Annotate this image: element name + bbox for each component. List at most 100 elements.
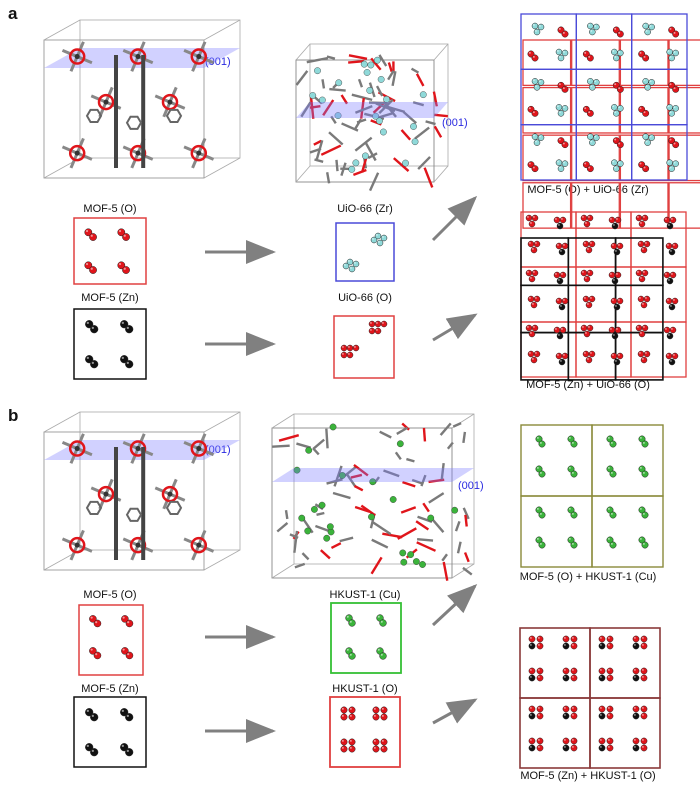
o-atom (559, 216, 567, 224)
linker (333, 465, 343, 487)
o-atom (608, 271, 616, 279)
o-atom (525, 269, 533, 277)
o-atom (671, 242, 679, 250)
atom-highlight (571, 636, 574, 639)
red-grid-cell (668, 182, 700, 229)
o-atom (536, 705, 544, 713)
box-a-mof5-zn (73, 308, 147, 380)
atom-pair-b (348, 619, 356, 627)
linker (425, 120, 436, 126)
atom-highlight (594, 80, 597, 83)
zr-atom (531, 78, 539, 85)
zr-atom (668, 165, 675, 172)
metal-center (196, 446, 202, 452)
atom-highlight (615, 250, 617, 252)
atom-highlight (561, 273, 563, 275)
atom-highlight (607, 675, 610, 678)
linker (411, 478, 423, 485)
linker (417, 156, 431, 170)
atom-highlight (665, 273, 667, 275)
o-atom (598, 635, 606, 643)
atom-highlight (377, 615, 380, 618)
maroon-grid-cell (589, 697, 661, 769)
atom-highlight (607, 643, 610, 646)
o-atom (608, 216, 616, 224)
linker (378, 54, 388, 67)
atom-highlight (539, 542, 542, 545)
metal-site (363, 69, 371, 76)
linker (387, 70, 395, 81)
atom-highlight (649, 25, 652, 27)
olive-grid-cell (591, 424, 664, 497)
atom-highlight (642, 471, 645, 474)
result-b-top (520, 424, 664, 568)
linker (462, 566, 473, 576)
atom-highlight (612, 105, 615, 108)
atom-highlight (639, 436, 642, 439)
blue-grid-cell (520, 13, 577, 70)
linker (393, 157, 410, 172)
atom-highlight (563, 713, 566, 716)
atom-highlight (584, 242, 586, 244)
o-atom (561, 242, 569, 250)
atom-highlight (86, 356, 89, 359)
atom-highlight (91, 326, 95, 330)
atom (558, 358, 566, 366)
atom-highlight (537, 706, 540, 709)
zr-atom (642, 133, 649, 140)
atom (528, 275, 536, 283)
metal-center (196, 54, 202, 60)
red-grid-cell (522, 86, 572, 134)
atom-pair-b (125, 619, 134, 628)
zn-atom (598, 642, 606, 650)
blue-grid-cell (631, 124, 688, 181)
benzene-ring (165, 500, 183, 515)
o-atom (643, 350, 651, 358)
linker (430, 517, 445, 534)
atom-pair-b (586, 54, 594, 62)
atom-highlight (640, 332, 642, 334)
blue-grid-cell (631, 13, 688, 70)
atom-highlight (91, 714, 95, 718)
atom-highlight (618, 142, 621, 145)
o-atom (606, 744, 614, 752)
atom-highlight (529, 675, 532, 678)
atom-highlight (641, 636, 644, 639)
atom (530, 301, 538, 309)
atom-highlight (533, 271, 535, 273)
atom (640, 246, 648, 254)
atom-highlight (616, 218, 618, 220)
o-atom (348, 738, 356, 746)
linker (372, 521, 392, 536)
o-atom (531, 269, 539, 277)
linker (462, 431, 467, 444)
linker (341, 122, 359, 132)
linker (420, 474, 427, 487)
linker (364, 141, 377, 162)
o-atom (525, 324, 533, 332)
blue-grid-cell (575, 13, 633, 70)
atom-highlight (613, 334, 615, 336)
metal-site (376, 117, 383, 125)
o-atom (637, 240, 645, 248)
crystal-a-uio66 (295, 43, 449, 192)
atom-highlight (370, 329, 372, 331)
zr-atom (613, 110, 620, 117)
o-atom (570, 674, 578, 682)
atom-highlight (539, 25, 541, 27)
atom-highlight (370, 322, 372, 324)
atom-highlight (584, 107, 587, 110)
atom-highlight (670, 250, 672, 252)
atom-pair-b (609, 440, 617, 448)
atom-pair-b (348, 652, 356, 660)
unit-cell-frame (335, 222, 395, 282)
atom-highlight (376, 322, 378, 324)
zr-atom (672, 160, 679, 167)
o-atom (374, 320, 382, 328)
o-atom (643, 295, 651, 303)
metal-site (427, 514, 435, 522)
o-atom (606, 712, 614, 720)
linker (321, 79, 326, 89)
box-a-uio66-zr (335, 222, 395, 282)
olive-grid-cell (591, 495, 664, 568)
